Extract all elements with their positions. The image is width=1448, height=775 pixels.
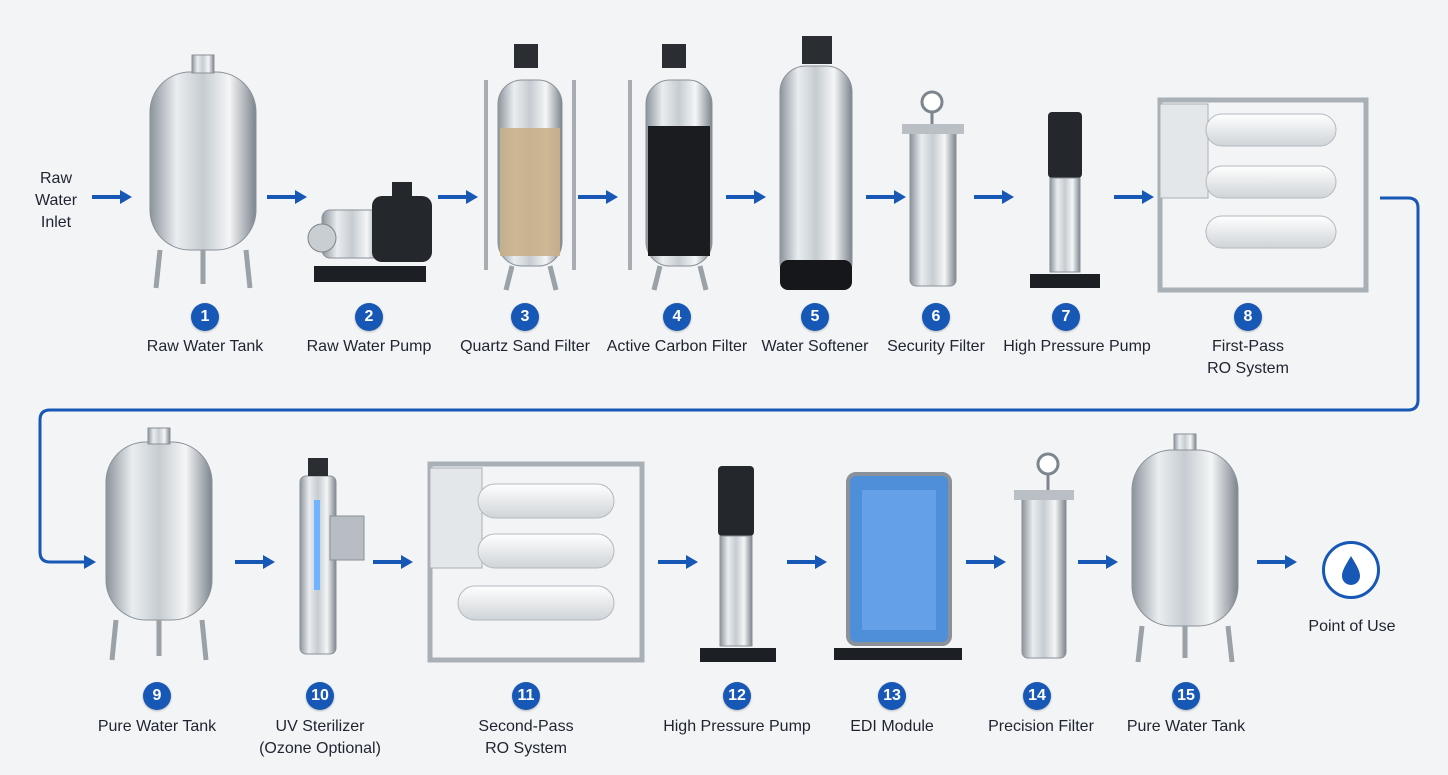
stage-badge: 2	[355, 303, 383, 331]
point-of-use-label: Point of Use	[1308, 618, 1396, 635]
tank-icon	[1131, 433, 1239, 663]
flow-arrow	[92, 190, 132, 204]
flow-arrow	[578, 190, 618, 204]
flow-arrow	[787, 555, 827, 569]
sand-filter-icon	[484, 44, 576, 291]
stage-badge: 15	[1172, 682, 1200, 710]
stage-label: Quartz Sand Filter	[460, 338, 590, 355]
stage-label: High Pressure Pump	[663, 718, 811, 735]
flow-arrow	[866, 190, 906, 204]
stage-badge: 5	[801, 303, 829, 331]
stage-badge: 13	[878, 682, 906, 710]
ro-system-icon	[1157, 97, 1369, 293]
stage-badge: 1	[191, 303, 219, 331]
stage-badge: 3	[511, 303, 539, 331]
stage-badge: 14	[1023, 682, 1051, 710]
vertical-pump-icon	[1030, 112, 1100, 288]
stage-label: Raw Water Pump	[306, 338, 432, 355]
stage-label: EDI Module	[850, 718, 934, 735]
stage-badge: 9	[143, 682, 171, 710]
stage-label: Security Filter	[887, 338, 985, 355]
stage-label: Pure Water Tank	[97, 718, 217, 735]
stage-label: Pure Water Tank	[1126, 718, 1246, 735]
edi-module-icon	[834, 472, 962, 660]
stage-label: Water Softener	[761, 338, 869, 355]
tank-icon	[105, 427, 213, 661]
flow-arrow	[373, 555, 413, 569]
flow-arrow	[658, 555, 698, 569]
flow-arrow	[438, 190, 478, 204]
flow-arrow	[966, 555, 1006, 569]
flow-arrow	[974, 190, 1014, 204]
flow-arrow	[1078, 555, 1118, 569]
flow-arrow	[235, 555, 275, 569]
ro-system-icon	[427, 461, 645, 663]
uv-sterilizer-icon	[299, 458, 365, 655]
stage-badge: 11	[512, 682, 540, 710]
stage-label: Active Carbon Filter	[606, 338, 748, 355]
stage-label: High Pressure Pump	[1003, 338, 1151, 355]
stage-label: Precision Filter	[988, 718, 1094, 735]
vertical-pump-icon	[700, 466, 776, 662]
stage-badge: 8	[1234, 303, 1262, 331]
flow-arrow	[1114, 190, 1154, 204]
cartridge-filter-icon	[902, 90, 964, 287]
flow-arrow	[726, 190, 766, 204]
stage-badge: 10	[306, 682, 334, 710]
stage-badge: 7	[1052, 303, 1080, 331]
carbon-filter-icon	[628, 44, 713, 291]
softener-icon	[779, 36, 853, 290]
tank-icon	[149, 54, 257, 289]
water-drop-icon	[1322, 541, 1380, 599]
stage-badge: 6	[922, 303, 950, 331]
flow-arrow	[1257, 555, 1297, 569]
stage-badge: 4	[663, 303, 691, 331]
horizontal-pump-icon	[307, 182, 432, 282]
stage-label: UV Sterilizer(Ozone Optional)	[259, 718, 381, 757]
cartridge-filter-icon	[1014, 452, 1074, 659]
stage-label: Raw Water Tank	[146, 338, 264, 355]
flow-arrow	[267, 190, 307, 204]
stage-badge: 12	[723, 682, 751, 710]
